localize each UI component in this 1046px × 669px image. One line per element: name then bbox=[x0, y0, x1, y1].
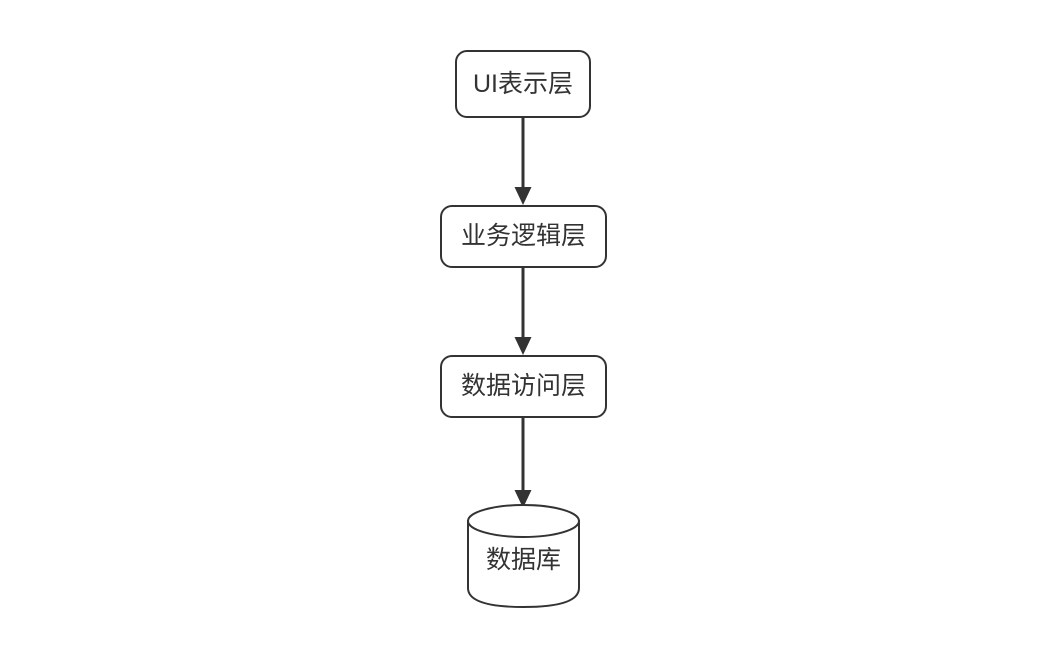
arrowhead-icon bbox=[514, 490, 532, 508]
cylinder-body bbox=[467, 520, 580, 609]
edge-business-to-dataaccess bbox=[514, 268, 532, 355]
node-data-access-layer-label: 数据访问层 bbox=[460, 372, 586, 400]
node-database-label: 数据库 bbox=[485, 545, 561, 574]
node-ui-presentation-layer[interactable] bbox=[455, 50, 591, 118]
node-database[interactable] bbox=[467, 504, 580, 609]
arrowhead-icon bbox=[514, 187, 532, 205]
arrowhead-icon bbox=[514, 337, 532, 355]
edge-ui-to-business bbox=[514, 118, 532, 205]
edge-dataaccess-to-database bbox=[514, 418, 532, 508]
node-business-logic-layer-label: 业务逻辑层 bbox=[460, 222, 586, 250]
node-business-logic-layer[interactable] bbox=[440, 205, 607, 268]
node-data-access-layer[interactable] bbox=[440, 355, 607, 418]
node-ui-presentation-layer-label: UI表示层 bbox=[472, 69, 573, 98]
cylinder-top-ellipse bbox=[467, 504, 580, 538]
